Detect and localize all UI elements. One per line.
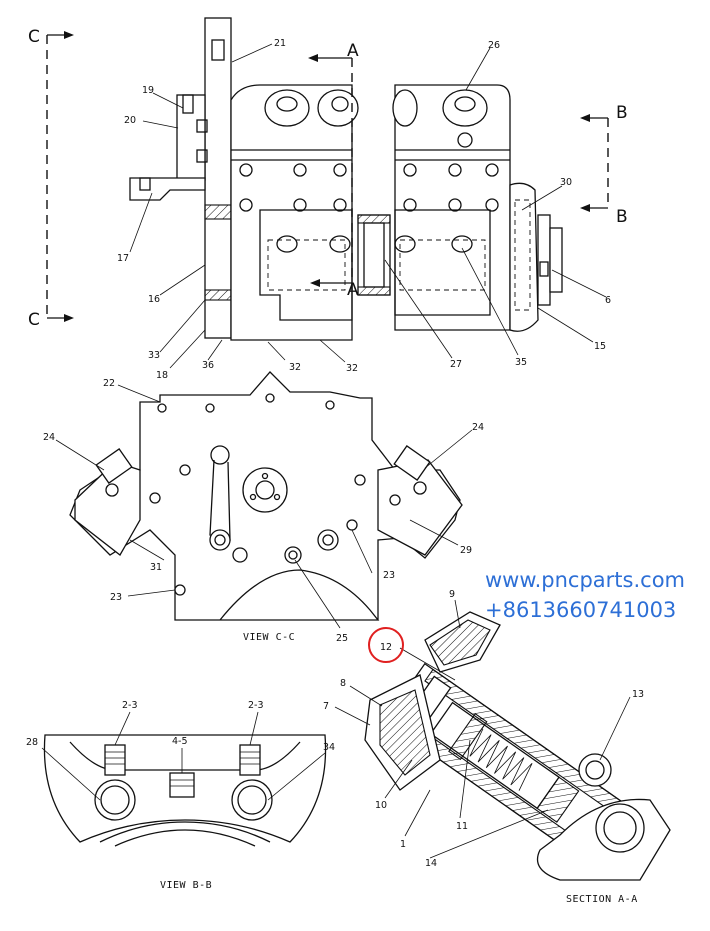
section-c-top-label: C [28, 27, 40, 47]
callout-11: 11 [456, 821, 468, 832]
callout-13: 13 [632, 689, 644, 700]
plunger-caps-left [264, 89, 359, 127]
mounting-plate [204, 17, 232, 339]
callout-2-3b: 2-3 [248, 700, 264, 711]
leader-lines-top [129, 43, 607, 369]
drive-hub [242, 467, 288, 513]
section-aa: 12 9 8 7 13 10 11 1 14 SECTION A-A [323, 589, 671, 905]
callout-28: 28 [26, 737, 38, 748]
callout-23a: 23 [383, 570, 395, 581]
coupling [357, 214, 391, 296]
lever-arm [129, 177, 206, 201]
side-bracket [176, 94, 206, 181]
fitting-center [169, 772, 195, 798]
callout-36: 36 [202, 360, 214, 371]
section-a-marker [308, 54, 353, 290]
leader-lines-cc [55, 384, 473, 629]
callout-29: 29 [460, 545, 472, 556]
leader-lines-bb [41, 711, 326, 801]
callout-23b: 23 [110, 592, 122, 603]
view-bb-label: VIEW B-B [160, 880, 212, 891]
view-cc-label: VIEW C-C [243, 632, 295, 643]
callout-25: 25 [336, 633, 348, 644]
callout-7: 7 [323, 701, 329, 712]
callout-10: 10 [375, 800, 387, 811]
view-cc: 22 24 24 29 31 23 23 25 VIEW C-C [43, 371, 484, 644]
main-pump-view: C C [28, 17, 628, 381]
callout-16: 16 [148, 294, 160, 305]
callout-26: 26 [488, 40, 500, 51]
end-flange [537, 214, 551, 306]
callout-4-5: 4-5 [172, 736, 188, 747]
callout-32a: 32 [289, 362, 301, 373]
callout-21: 21 [274, 38, 286, 49]
callout-8: 8 [340, 678, 346, 689]
watermark-url: www.pncparts.com [485, 568, 685, 592]
callout-22: 22 [103, 378, 115, 389]
callout-24b: 24 [472, 422, 484, 433]
section-c-marker [46, 31, 74, 322]
section-aa-label: SECTION A-A [566, 894, 638, 905]
fitting-left [104, 744, 126, 776]
callout-27: 27 [450, 359, 462, 370]
end-cover [509, 182, 539, 332]
section-c-bottom-label: C [28, 310, 40, 330]
callout-2-3a: 2-3 [122, 700, 138, 711]
callout-33: 33 [148, 350, 160, 361]
callout-35: 35 [515, 357, 527, 368]
callout-17: 17 [117, 253, 129, 264]
section-a-top-label: A [347, 41, 359, 61]
callout-31: 31 [150, 562, 162, 573]
section-b-bottom-label: B [616, 207, 628, 227]
callout-14: 14 [425, 858, 437, 869]
callout-15: 15 [594, 341, 606, 352]
plunger-caps-right [392, 89, 488, 148]
section-a-mid-label: A [347, 280, 359, 300]
callout-19: 19 [142, 85, 154, 96]
callout-9: 9 [449, 589, 455, 600]
callout-24a: 24 [43, 432, 55, 443]
callout-30: 30 [560, 177, 572, 188]
callout-20: 20 [124, 115, 136, 126]
callout-32b: 32 [346, 363, 358, 374]
highlight-ring [368, 627, 404, 663]
section-b-top-label: B [616, 103, 628, 123]
callout-1: 1 [400, 839, 406, 850]
watermark-phone: +8613660741003 [485, 598, 676, 622]
callout-12: 12 [380, 642, 392, 653]
callout-18: 18 [156, 370, 168, 381]
leader-lines-aa [334, 599, 631, 859]
callout-6: 6 [605, 295, 611, 306]
section-b-marker [580, 114, 609, 212]
callout-34: 34 [323, 742, 335, 753]
view-bb: 2-3 2-3 4-5 28 34 VIEW B-B [26, 700, 335, 891]
fitting-right [239, 744, 261, 776]
